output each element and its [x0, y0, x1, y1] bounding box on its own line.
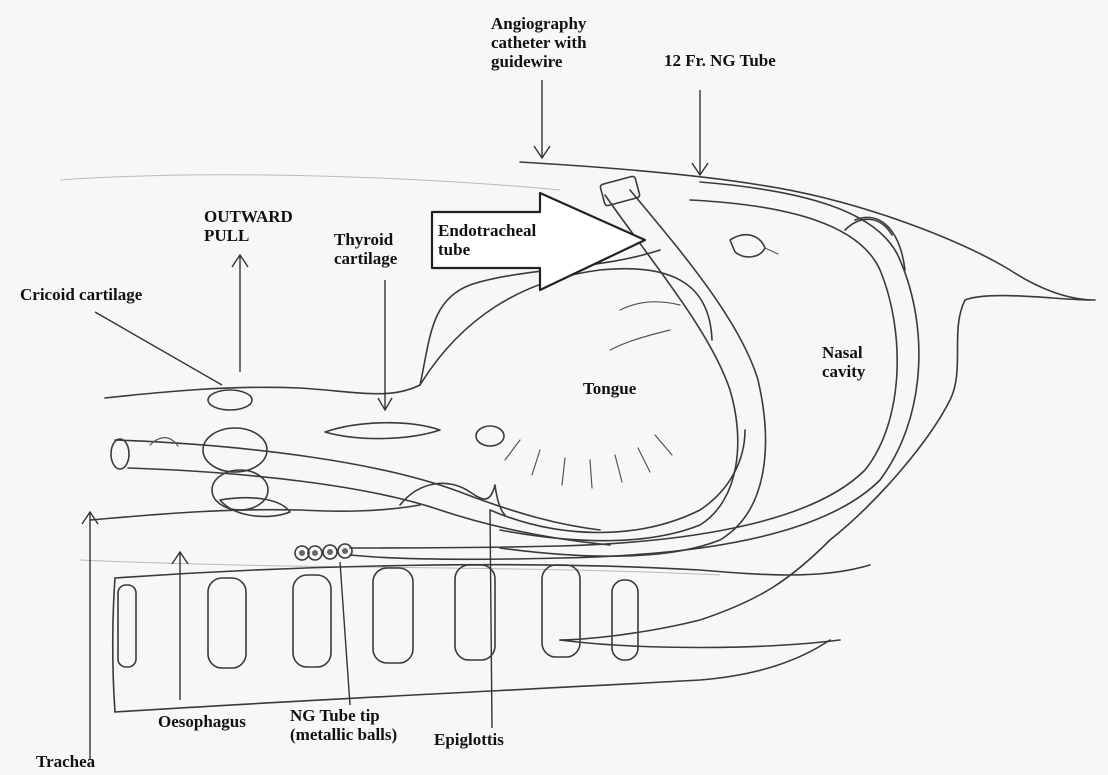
label-epiglottis: Epiglottis — [434, 730, 504, 749]
label-angiography-catheter: Angiography catheter with guidewire — [491, 14, 587, 71]
label-oesophagus: Oesophagus — [158, 712, 246, 731]
neck-outline — [90, 250, 660, 520]
label-trachea: Trachea — [36, 752, 95, 771]
tongue-outline — [420, 269, 745, 533]
label-cricoid-cartilage: Cricoid cartilage — [20, 285, 142, 304]
trachea-tube — [111, 438, 610, 545]
label-outward-pull: OUTWARD PULL — [204, 207, 293, 245]
label-ng-tube-tip: NG Tube tip (metallic balls) — [290, 706, 397, 744]
label-nasal-cavity: Nasal cavity — [822, 343, 865, 381]
label-endotracheal-tube: Endotracheal tube — [438, 221, 536, 259]
label-tongue: Tongue — [583, 379, 636, 398]
label-thyroid-cartilage: Thyroid cartilage — [334, 230, 397, 268]
laryngeal-cartilages — [203, 390, 505, 516]
label-ng-tube: 12 Fr. NG Tube — [664, 51, 776, 70]
